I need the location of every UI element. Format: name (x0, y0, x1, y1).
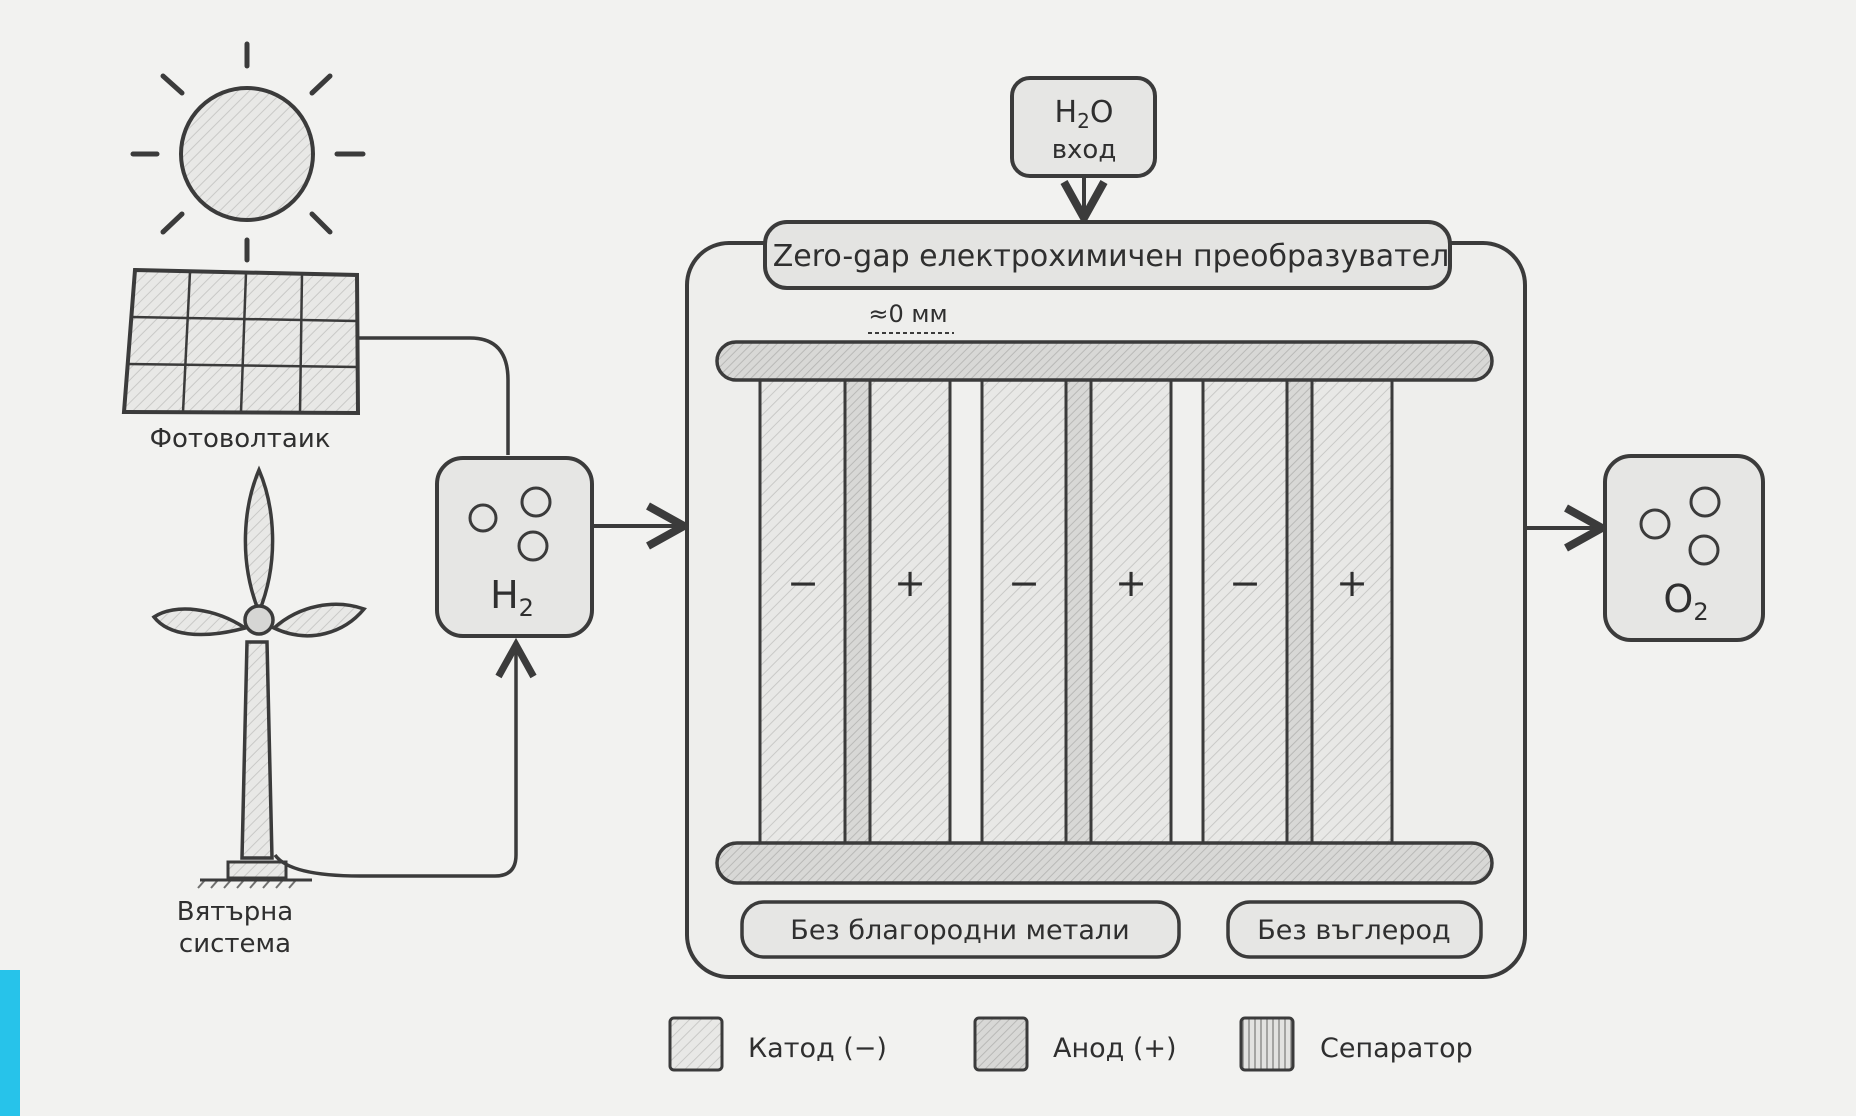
water-formula-tail: O (1090, 95, 1114, 130)
legend-item-anode: Анод (+) (973, 1016, 1177, 1072)
o2-box: O2 (1603, 454, 1765, 642)
separator-3 (1285, 373, 1314, 849)
cell-anode-3 (1310, 373, 1394, 849)
legend-swatch-separator (1239, 1016, 1295, 1072)
converter-title: Zero-gap електрохимичен преобразувател (773, 239, 1450, 274)
cell-anode-1 (868, 373, 952, 849)
gap-label: ≈0 мм (868, 300, 947, 328)
water-formula-main: H (1055, 95, 1078, 130)
separator-gap-1 (948, 373, 984, 849)
top-end-plate (715, 340, 1494, 382)
wind-label-line2: система (179, 929, 291, 959)
separator-1 (843, 373, 872, 849)
h2-bubbles-icon (468, 486, 552, 562)
feature-left-label: Без благородни метали (790, 915, 1129, 946)
o2-subscript: 2 (1693, 598, 1708, 626)
o2-symbol: O (1663, 577, 1693, 621)
electrode-sign-5: − (1229, 561, 1261, 605)
legend-label-anode: Анод (+) (1053, 1033, 1177, 1064)
water-input-box: H2O вход (1010, 76, 1157, 178)
feature-badge-right (1226, 900, 1483, 959)
cell-anode-2 (1089, 373, 1173, 849)
o2-label: O2 (1663, 577, 1708, 626)
solar-to-h2-wire (358, 336, 510, 455)
electrode-sign-6: + (1336, 561, 1368, 605)
legend-swatch-anode (973, 1016, 1029, 1072)
feature-badge-left (740, 900, 1181, 959)
accent-bar (0, 970, 20, 1116)
h2-symbol: H (490, 573, 519, 617)
water-input-label: вход (1052, 135, 1117, 165)
water-formula-sub: 2 (1077, 109, 1090, 133)
legend: Катод (−) Анод (+) Сепаратор (668, 1016, 1473, 1072)
h2-subscript: 2 (519, 594, 534, 622)
legend-item-separator: Сепаратор (1239, 1016, 1473, 1072)
electrode-sign-2: + (894, 561, 926, 605)
separator-2 (1064, 373, 1093, 849)
legend-swatch-cathode (668, 1016, 724, 1072)
cell-stack: − + − + − + (715, 340, 1494, 885)
wind-label-line1: Вятърна (177, 897, 293, 927)
legend-item-cathode: Катод (−) (668, 1016, 887, 1072)
feature-right-label: Без въглерод (1257, 915, 1450, 946)
o2-bubbles-icon (1639, 486, 1721, 566)
converter-title-plate (763, 220, 1452, 290)
h2-box: H2 (435, 456, 594, 638)
cell-cathode-1 (758, 373, 847, 849)
solar-panel-icon (121, 267, 361, 416)
wind-to-h2-wire (273, 645, 516, 878)
bottom-end-plate (715, 841, 1494, 885)
legend-label-cathode: Катод (−) (748, 1033, 887, 1064)
water-formula: H2O (1055, 95, 1114, 133)
electrode-sign-1: − (787, 561, 819, 605)
sun-icon (130, 41, 366, 263)
electrode-sign-4: + (1115, 561, 1147, 605)
cell-cathode-2 (980, 373, 1068, 849)
wind-turbine-icon (151, 465, 367, 889)
electrode-sign-3: − (1008, 561, 1040, 605)
cell-cathode-3 (1201, 373, 1289, 849)
separator-gap-2 (1169, 373, 1205, 849)
legend-label-separator: Сепаратор (1320, 1033, 1473, 1064)
h2-label: H2 (490, 573, 534, 622)
solar-label: Фотоволтаик (150, 424, 331, 454)
